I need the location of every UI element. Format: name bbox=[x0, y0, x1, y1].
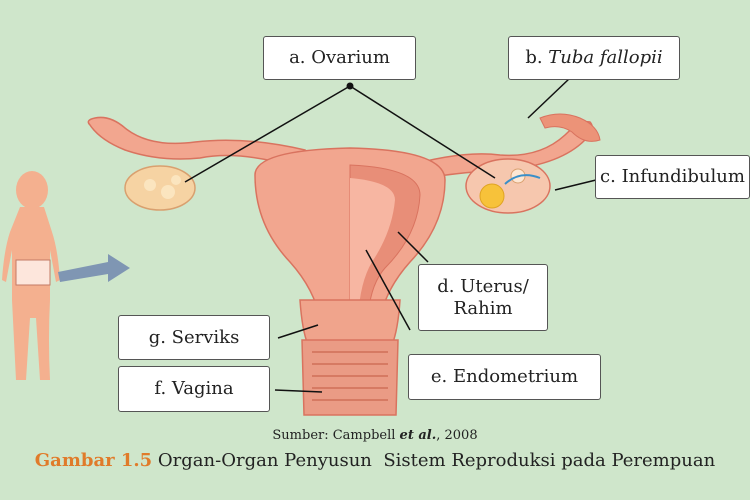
human-silhouette bbox=[2, 171, 60, 380]
figure-caption: Gambar 1.5 Organ-Organ Penyusun Sistem R… bbox=[0, 450, 750, 471]
cervix bbox=[299, 299, 401, 346]
label-endometrium-text: e. Endometrium bbox=[430, 366, 579, 388]
caption-number: Gambar 1.5 bbox=[34, 450, 153, 471]
pointer-arrow bbox=[58, 254, 130, 282]
source-suffix: , 2008 bbox=[436, 428, 478, 443]
label-ovarium-text: a. Ovarium bbox=[289, 47, 390, 69]
label-tuba-fallopii: b. Tuba fallopii bbox=[508, 36, 680, 80]
label-serviks-text: g. Serviks bbox=[148, 326, 240, 348]
leader-dot bbox=[346, 82, 354, 90]
source-italic: et al. bbox=[399, 428, 437, 443]
label-vagina-text: f. Vagina bbox=[154, 378, 234, 400]
label-tuba-prefix: b. bbox=[525, 47, 549, 69]
label-ovarium: a. Ovarium bbox=[263, 36, 416, 80]
label-uterus-line1: d. Uterus/ bbox=[437, 275, 529, 297]
caption-text: Organ-Organ Penyusun Sistem Reproduksi p… bbox=[152, 450, 716, 471]
label-serviks: g. Serviks bbox=[118, 315, 270, 360]
vagina bbox=[301, 339, 399, 416]
label-endometrium: e. Endometrium bbox=[408, 354, 601, 400]
label-infundibulum: c. Infundibulum bbox=[595, 155, 750, 199]
fallopian-tubes bbox=[87, 113, 601, 183]
source-credit: Sumber: Campbell et al., 2008 bbox=[0, 428, 750, 443]
leader-lines bbox=[184, 77, 597, 393]
label-uterus-line2: Rahim bbox=[453, 297, 513, 319]
label-tuba-name: Tuba fallopii bbox=[548, 47, 663, 69]
uterus bbox=[254, 147, 446, 321]
label-vagina: f. Vagina bbox=[118, 366, 270, 412]
source-prefix: Sumber: Campbell bbox=[272, 428, 400, 443]
label-infundibulum-text: c. Infundibulum bbox=[600, 166, 745, 188]
label-uterus: d. Uterus/ Rahim bbox=[418, 264, 548, 331]
